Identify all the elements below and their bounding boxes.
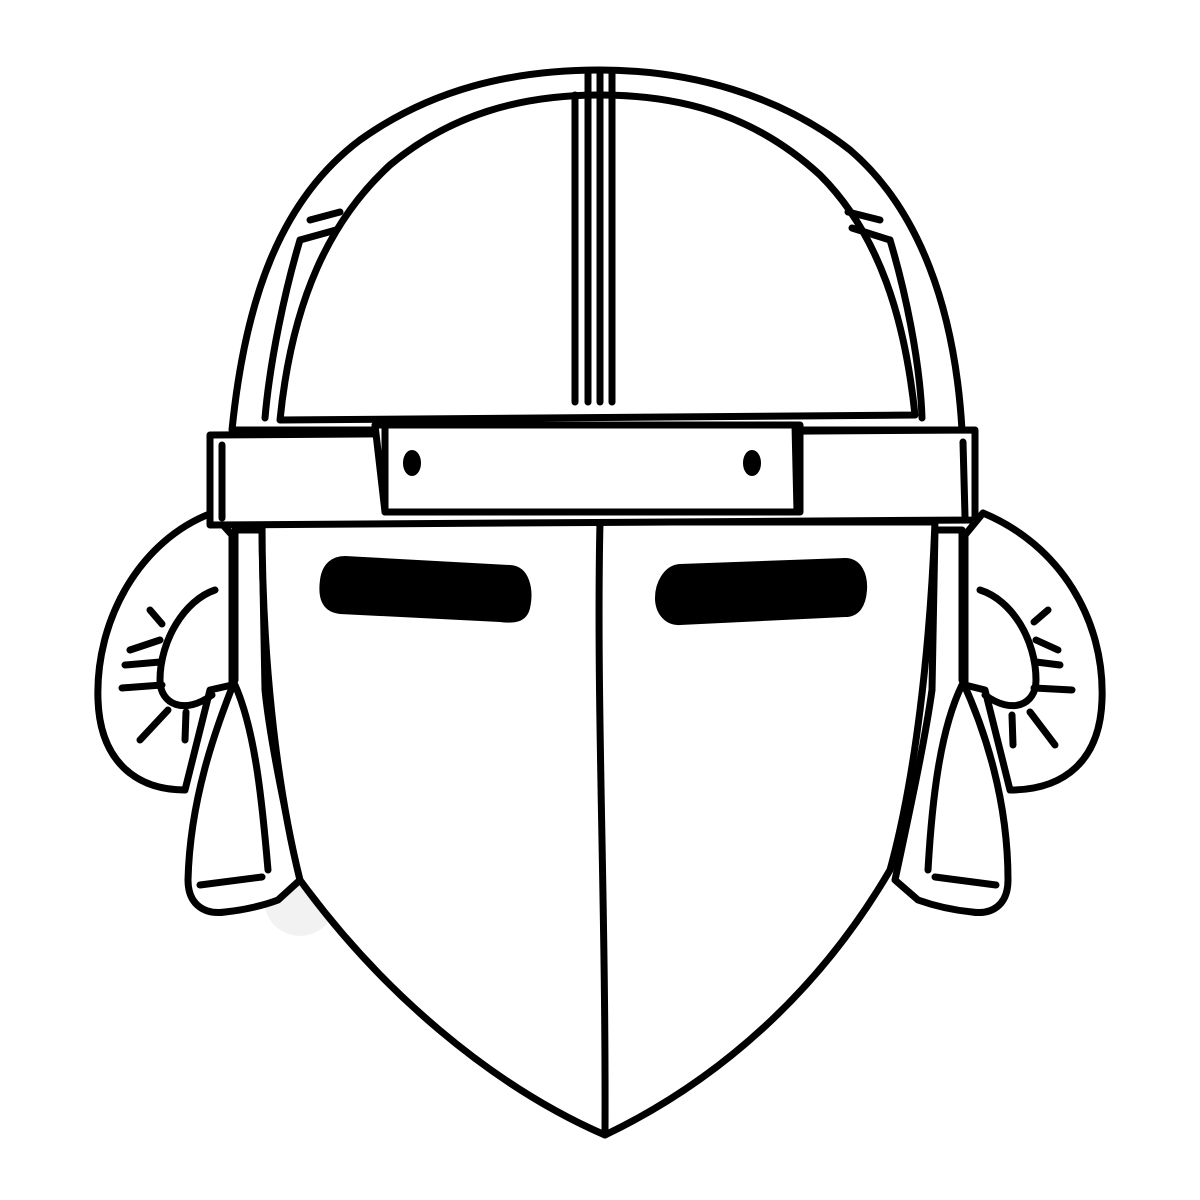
right-ear-guard (961, 509, 1106, 794)
left-cheek-strap (184, 526, 304, 917)
eye-slit-right (655, 558, 868, 626)
helmet-dome (228, 66, 966, 434)
eye-slits (319, 556, 868, 626)
left-ear-guard (94, 509, 236, 794)
rivet-left (403, 450, 421, 476)
eye-slit-left (319, 556, 532, 623)
right-cheek-strap (891, 526, 1012, 917)
rivet-right (743, 450, 761, 476)
face-plate (258, 518, 939, 1139)
brow-band (206, 421, 979, 529)
